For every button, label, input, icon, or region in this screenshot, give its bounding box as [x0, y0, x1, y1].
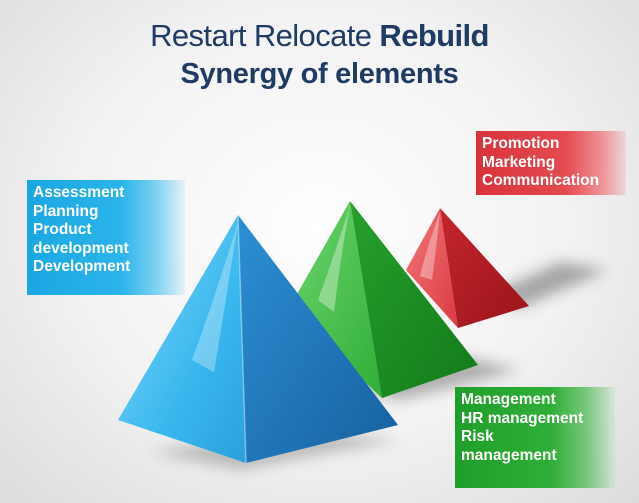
blue-pyramid-highlight	[192, 222, 238, 372]
box-text-line: Assessment	[33, 184, 125, 201]
box-text-line: management	[461, 446, 557, 464]
title-line-2: Synergy of elements	[180, 58, 459, 90]
box-text-line: Risk	[461, 428, 494, 445]
box-text-line: development	[33, 239, 129, 257]
box-text-line: Development	[33, 258, 131, 275]
box-text-line: HR management	[461, 409, 584, 427]
box-text-line: Planning	[33, 202, 99, 220]
promotion-box: Promotion Marketing Communication	[476, 131, 626, 195]
red-pyramid	[406, 208, 529, 328]
blue-pyramid-right-face	[238, 215, 398, 463]
red-pyramid-left-face	[406, 208, 458, 328]
management-box: Management HR management Risk management	[455, 387, 615, 488]
box-text-line: Marketing	[482, 153, 556, 171]
title-bold-text: Rebuild	[379, 18, 489, 53]
green-pyramid-right-face	[350, 201, 478, 398]
blue-pyramid-left-face	[118, 215, 246, 463]
red-pyramid-right-face	[440, 208, 529, 328]
assessment-box: Assessment Planning Product development …	[27, 180, 185, 295]
title-regular-text: Restart Relocate	[150, 18, 372, 53]
green-pyramid	[288, 201, 478, 398]
green-pyramid-highlight	[318, 206, 350, 312]
box-text-line: Product	[33, 221, 92, 238]
title-line-1: Restart Relocate Rebuild	[0, 18, 639, 54]
box-text-line: Communication	[482, 172, 600, 189]
red-pyramid-highlight	[420, 212, 440, 280]
box-text-line: Promotion	[482, 135, 560, 152]
box-text-line: Management	[461, 391, 556, 408]
blue-pyramid	[118, 214, 398, 464]
green-pyramid-left-face	[288, 201, 382, 398]
blue-pyramid-edge-glow	[237, 214, 247, 464]
